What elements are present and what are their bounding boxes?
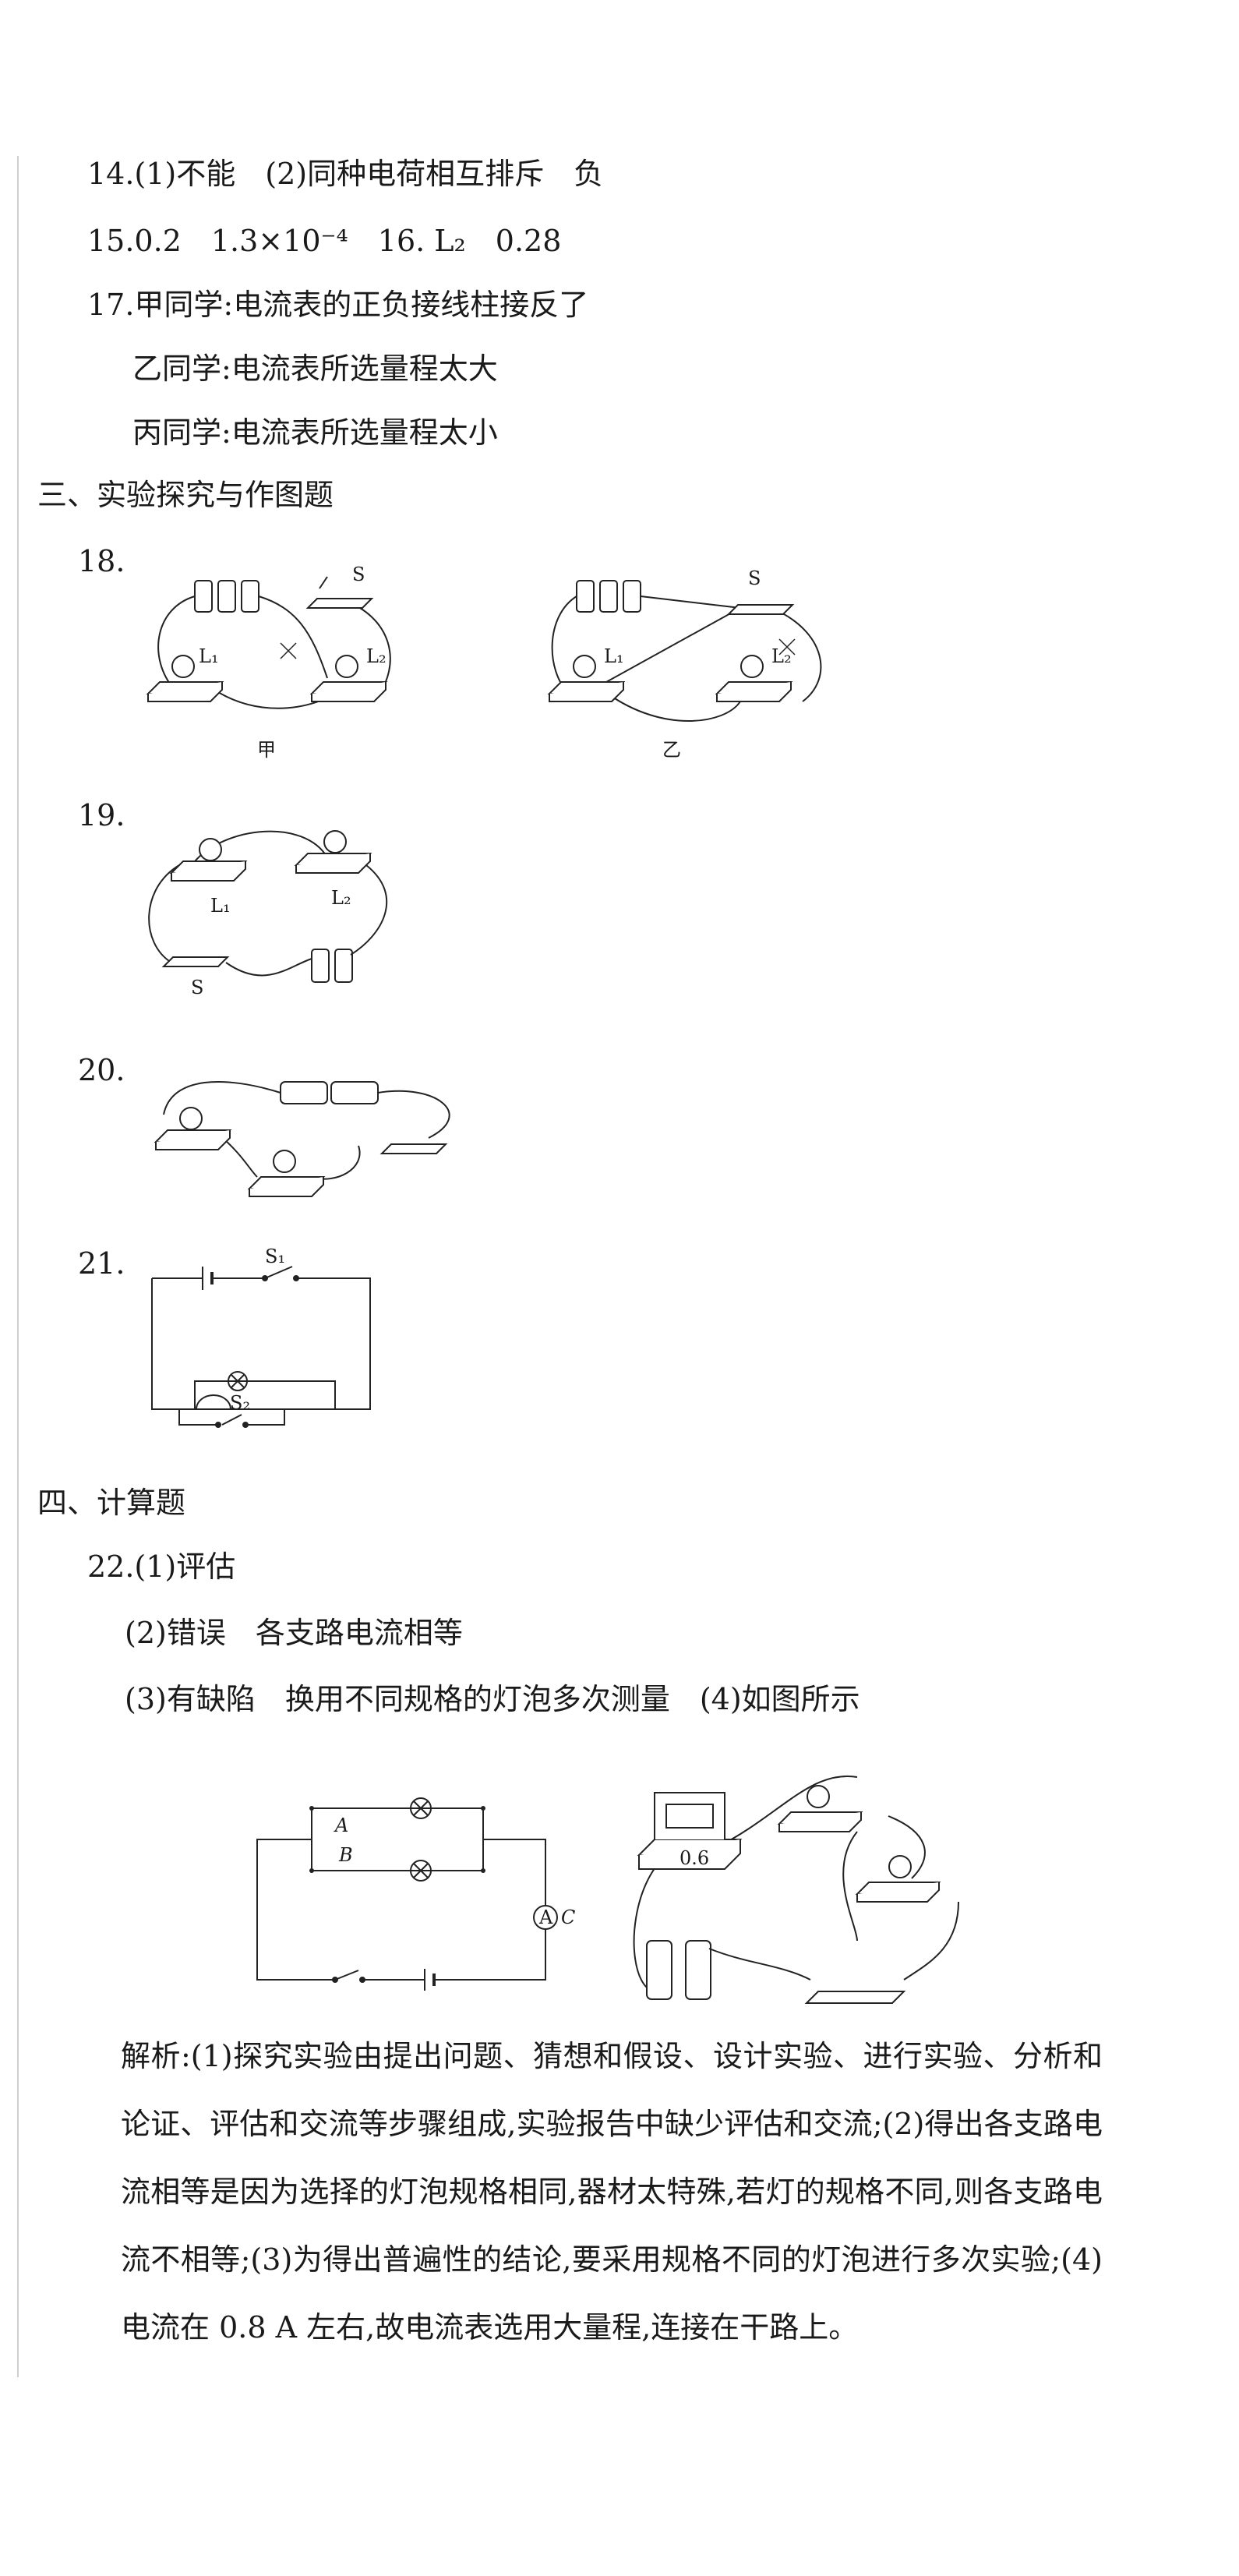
q22-node-a: A	[334, 1815, 348, 1836]
answer-17-line3: 丙同学:电流表所选量程太小	[132, 415, 498, 450]
q18a-lamp1-label: L₁	[199, 645, 219, 667]
q18b-caption: 乙	[662, 739, 681, 761]
q21-number: 21.	[78, 1246, 125, 1281]
q19-number: 19.	[78, 798, 125, 832]
answer-22-line3: (3)有缺陷 换用不同规格的灯泡多次测量 (4)如图所示	[125, 1682, 860, 1716]
q22-circuit-diagram: A B A C	[256, 1797, 575, 1991]
answer-17-line2: 乙同学:电流表所选量程太大	[132, 352, 498, 386]
section-3-title: 三、实验探究与作图题	[37, 478, 334, 512]
q22-meter-scale: 0.6	[680, 1847, 709, 1869]
q18a-switch-label: S	[352, 564, 365, 585]
q19-switch-label: S	[191, 977, 203, 998]
q21-figure: S₁ S₂	[151, 1246, 371, 1428]
q20-figure	[154, 1081, 450, 1197]
q18a-caption: 甲	[257, 739, 276, 761]
q18-number: 18.	[78, 544, 125, 578]
q22-node-b: B	[338, 1844, 353, 1866]
q22-explanation: 解析:(1)探究实验由提出问题、猜想和假设、设计实验、进行实验、分析和论证、评估…	[121, 2039, 1103, 2345]
answer-22-line1: 22.(1)评估	[87, 1549, 236, 1584]
section-4-title: 四、计算题	[37, 1486, 186, 1520]
q19-figure: L₁ L₂ S	[148, 830, 388, 998]
answer-22-line2: (2)错误 各支路电流相等	[125, 1616, 463, 1650]
q18-figure-a: L₁ L₂ S 甲	[146, 564, 391, 761]
q21-s2-label: S₂	[230, 1392, 250, 1414]
q20-number: 20.	[78, 1053, 125, 1087]
q18b-switch-label: S	[748, 567, 761, 589]
q18a-lamp2-label: L₂	[366, 645, 387, 667]
q22-ammeter-label: A	[538, 1906, 553, 1928]
q18b-lamp2-label: L₂	[771, 645, 792, 667]
q22-node-c: C	[561, 1906, 575, 1928]
answer-15-16: 15.0.2 1.3×10⁻⁴ 16. L₂ 0.28	[87, 224, 562, 258]
q19-lamp2-label: L₂	[331, 887, 351, 909]
q22-physical-diagram: 0.6	[633, 1775, 959, 2004]
q18-figure-b: L₁ L₂ S 乙	[547, 567, 822, 761]
margin-line	[17, 156, 19, 2377]
q21-s1-label: S₁	[265, 1246, 285, 1267]
answer-14: 14.(1)不能 (2)同种电荷相互排斥 负	[87, 157, 604, 191]
q19-lamp1-label: L₁	[210, 895, 231, 917]
q18b-lamp1-label: L₁	[604, 645, 624, 667]
answer-17-line1: 17.甲同学:电流表的正负接线柱接反了	[87, 288, 589, 322]
